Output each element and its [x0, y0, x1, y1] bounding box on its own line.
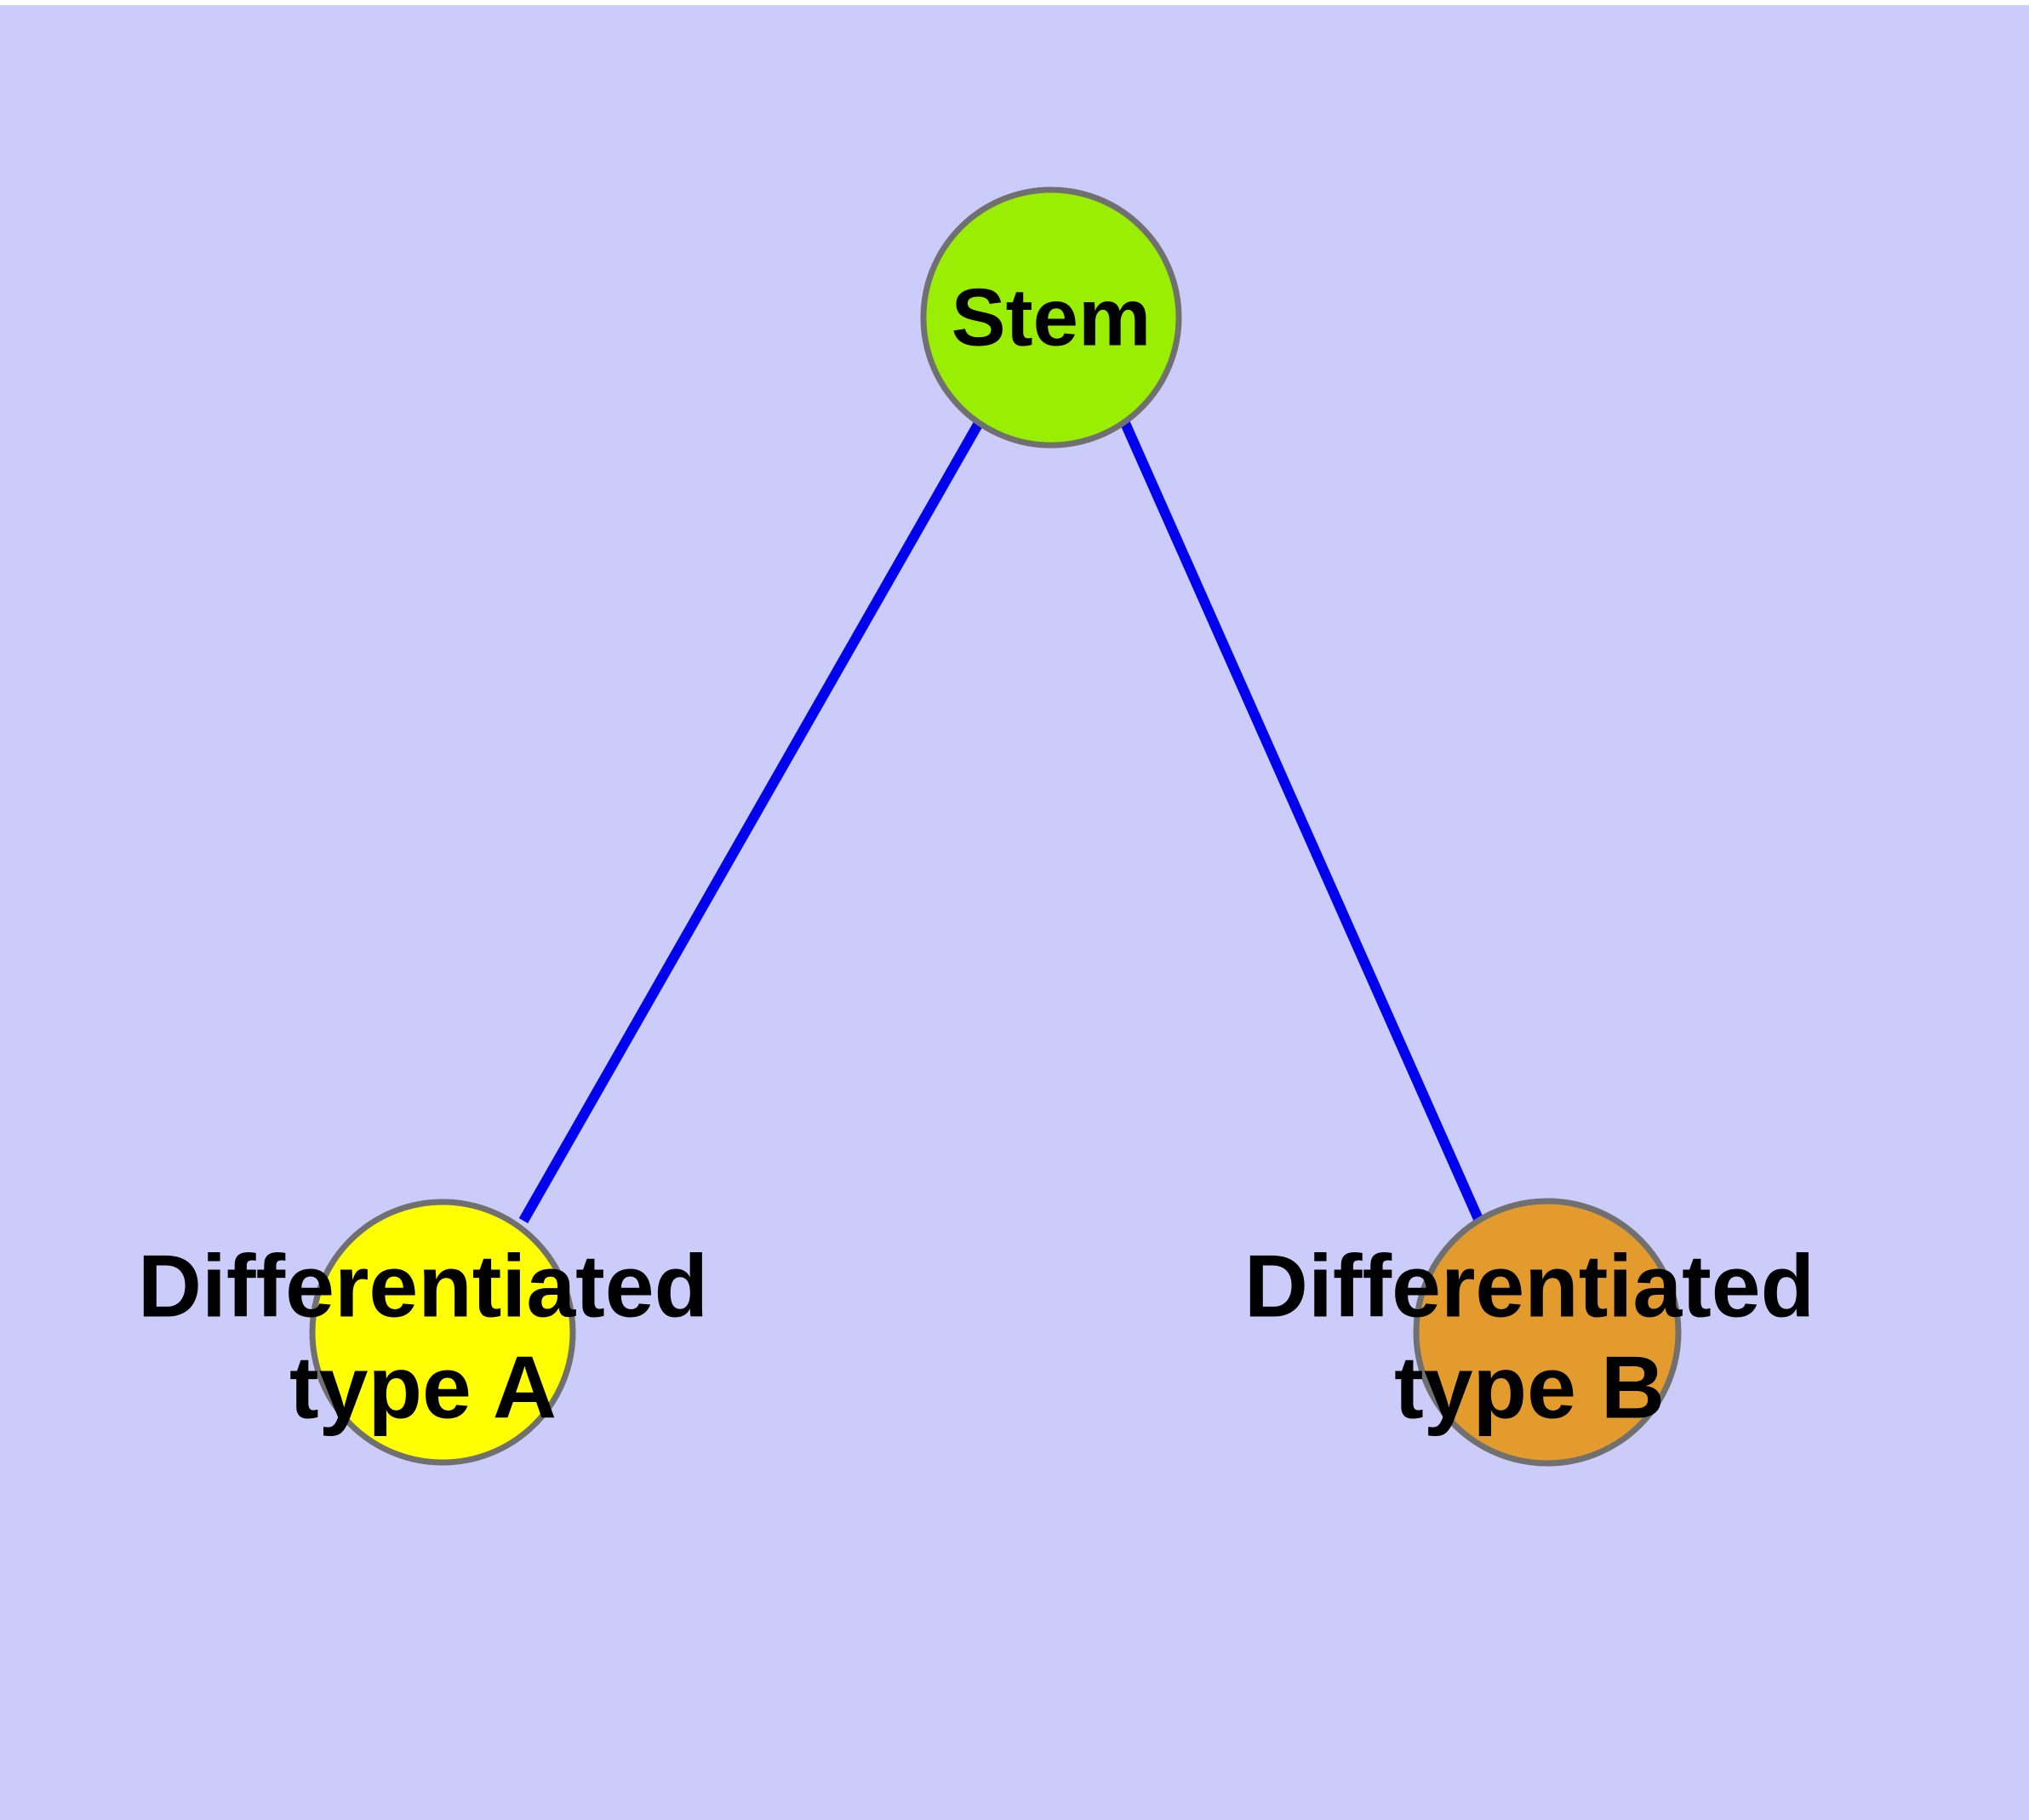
node-stem[interactable] — [920, 186, 1182, 449]
node-layer — [309, 186, 1682, 1467]
node-differentiated-type-a[interactable] — [309, 1199, 576, 1466]
edge-layer — [518, 421, 1483, 1223]
edge-stem-to-differentiated-type-b — [1120, 421, 1483, 1222]
node-differentiated-type-b[interactable] — [1413, 1198, 1682, 1467]
edge-stem-to-differentiated-type-a — [518, 421, 984, 1223]
